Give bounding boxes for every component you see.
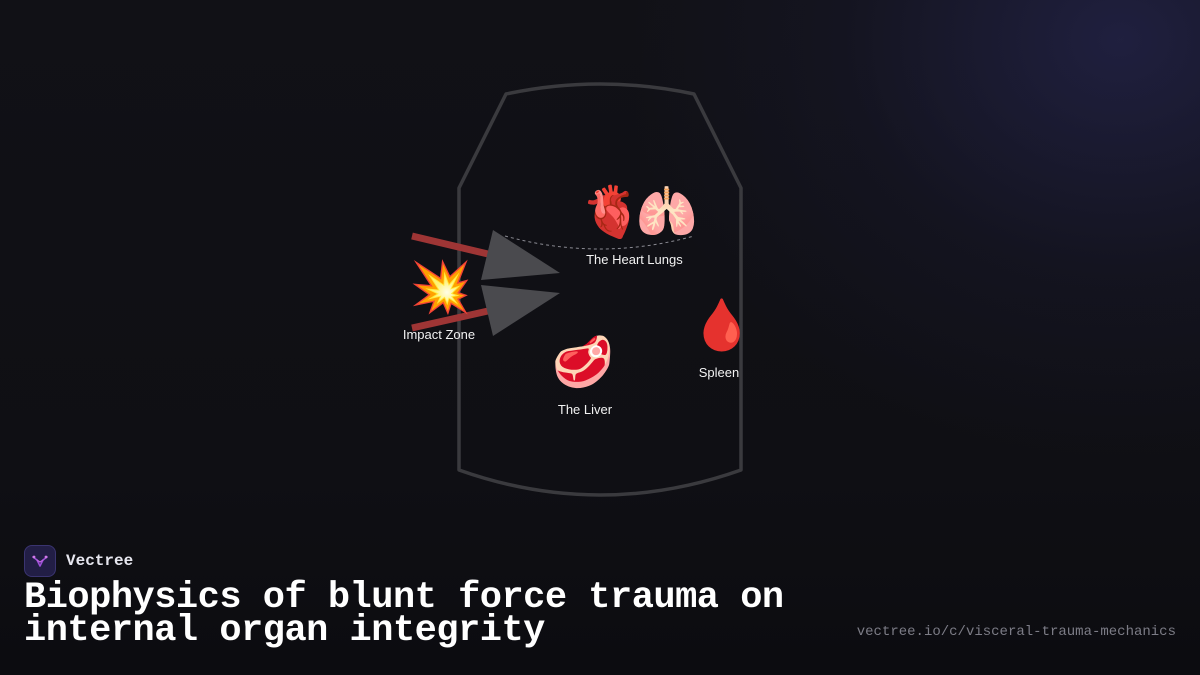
force-line-lower: [411, 307, 489, 332]
force-arrow-upper: [481, 230, 560, 280]
heart-label: The Heart: [586, 252, 644, 267]
blood-drop-icon: 🩸: [691, 296, 753, 354]
brand-name: Vectree: [66, 552, 134, 570]
force-line-upper: [411, 232, 489, 258]
vectree-logo-icon: [24, 545, 56, 577]
liver-label: The Liver: [558, 402, 613, 417]
force-arrow-lower: [481, 285, 560, 336]
impact-zone-label: Impact Zone: [403, 327, 475, 342]
source-url: vectree.io/c/visceral-trauma-mechanics: [856, 624, 1176, 640]
meat-icon: 🥩: [552, 333, 614, 392]
lungs-icon: 🫁: [636, 183, 698, 241]
torso-outline: [457, 82, 743, 497]
spleen-label: Spleen: [699, 365, 739, 380]
dashed-link: [504, 235, 695, 250]
anatomical-heart-icon: 🫀: [581, 183, 643, 241]
collision-icon: 💥: [410, 258, 472, 317]
brand: Vectree: [24, 544, 133, 578]
lungs-label: Lungs: [647, 252, 683, 267]
page-title: Biophysics of blunt force trauma on inte…: [24, 577, 784, 652]
